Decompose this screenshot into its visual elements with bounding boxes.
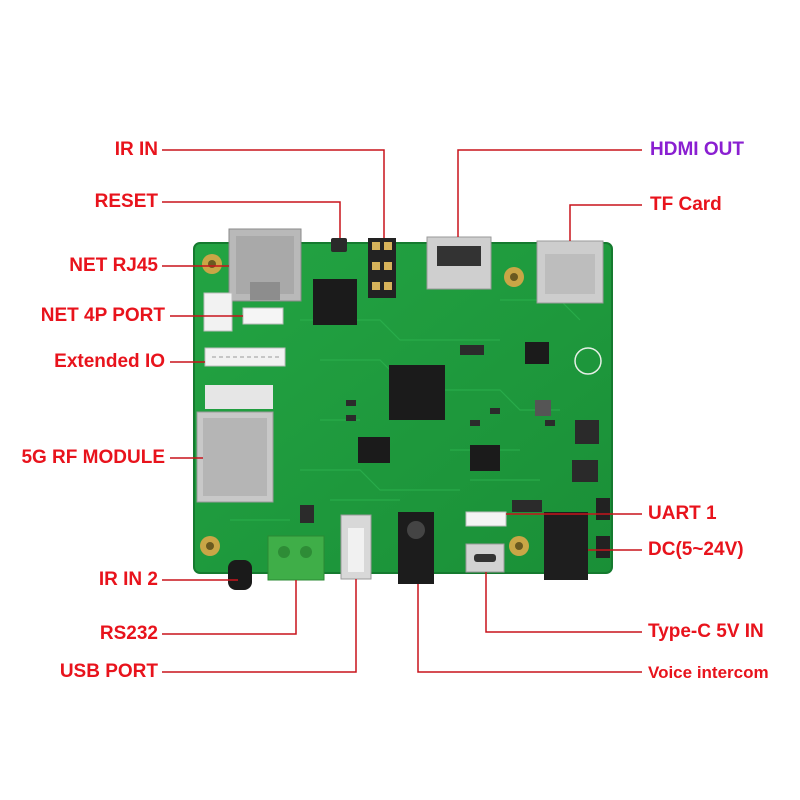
rj45-connector bbox=[228, 228, 302, 302]
leader-rs232 bbox=[162, 580, 297, 635]
pin-row bbox=[205, 385, 273, 409]
label-usb-port: USB PORT bbox=[59, 661, 158, 682]
label-tf-card: TF Card bbox=[650, 194, 722, 215]
label-dc-input: DC(5~24V) bbox=[648, 539, 744, 560]
main-soc bbox=[389, 365, 445, 420]
leader-hdmi-out bbox=[457, 149, 642, 237]
label-rs232: RS232 bbox=[99, 623, 158, 644]
lan-transformer bbox=[313, 279, 357, 325]
label-ir-in: IR IN bbox=[114, 139, 158, 160]
silk-circle bbox=[574, 347, 602, 375]
inductor-2 bbox=[575, 420, 599, 444]
label-reset: RESET bbox=[94, 191, 158, 212]
uart-connector bbox=[465, 511, 507, 527]
label-voice-intercom: Voice intercom bbox=[648, 663, 769, 682]
inductor-1 bbox=[535, 400, 551, 416]
leader-lines bbox=[162, 149, 642, 673]
rs232-terminal bbox=[267, 535, 325, 581]
ir-receiver-2 bbox=[228, 560, 252, 590]
label-rf-module: 5G RF MODULE bbox=[21, 447, 165, 468]
label-extended-io: Extended IO bbox=[54, 351, 165, 372]
usb-connector bbox=[340, 514, 372, 580]
type-c-connector bbox=[465, 543, 505, 573]
extended-io-header bbox=[204, 347, 286, 367]
chip-small-2 bbox=[470, 445, 500, 471]
label-ir-in-2: IR IN 2 bbox=[98, 569, 158, 590]
chip-small-3 bbox=[525, 342, 549, 364]
label-net-4p-port: NET 4P PORT bbox=[40, 305, 165, 326]
leader-type-c bbox=[485, 572, 642, 633]
leader-reset bbox=[162, 201, 341, 238]
passives bbox=[300, 345, 555, 523]
net-4p-connector bbox=[203, 292, 233, 332]
tf-card-slot bbox=[536, 240, 604, 304]
leader-tf-card bbox=[569, 204, 642, 241]
ir-in-header bbox=[368, 238, 396, 298]
leader-ir-in bbox=[162, 149, 385, 238]
inductor-3 bbox=[572, 460, 598, 482]
hdmi-connector bbox=[426, 236, 492, 290]
reset-button-part bbox=[331, 238, 347, 252]
label-type-c: Type-C 5V IN bbox=[648, 621, 764, 642]
net-4p-socket bbox=[242, 307, 284, 325]
rf-module-part bbox=[196, 411, 274, 503]
mounting-holes bbox=[200, 254, 529, 556]
label-uart-1: UART 1 bbox=[648, 503, 717, 524]
leader-usb-port bbox=[162, 579, 357, 673]
label-hdmi-out: HDMI OUT bbox=[650, 139, 744, 160]
dc-jack bbox=[544, 498, 610, 580]
leader-voice-intercom bbox=[417, 584, 642, 673]
chip-small-1 bbox=[358, 437, 390, 463]
audio-jack bbox=[398, 512, 434, 584]
label-net-rj45: NET RJ45 bbox=[69, 255, 158, 276]
